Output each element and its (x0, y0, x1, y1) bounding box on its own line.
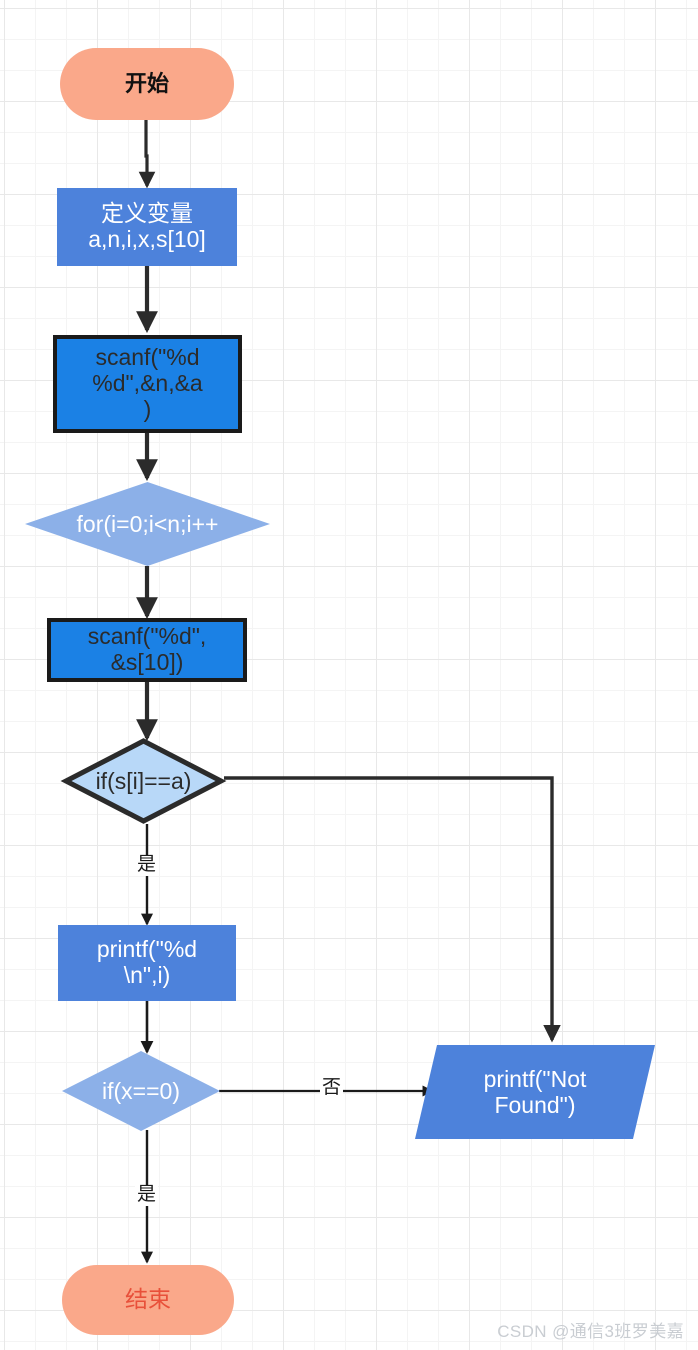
node-printf-index-label: printf("%d \n",i) (96, 936, 198, 988)
node-printf-index[interactable]: printf("%d \n",i) (58, 925, 236, 1001)
node-for-loop-label: for(i=0;i<n;i++ (76, 510, 219, 537)
node-start[interactable]: 开始 (60, 48, 234, 120)
not-found-parallelogram-shape (415, 1045, 655, 1139)
node-printf-not-found-label: printf("Not Found") (483, 1065, 587, 1118)
csdn-watermark: CSDN @通信3班罗美嘉 (497, 1322, 684, 1341)
node-declare-variables[interactable]: 定义变量 a,n,i,x,s[10] (57, 188, 237, 266)
if-match-diamond-shape (60, 738, 227, 824)
node-scanf-s[interactable]: scanf("%d", &s[10]) (47, 618, 247, 682)
node-end[interactable]: 结束 (62, 1265, 234, 1335)
node-printf-not-found[interactable]: printf("Not Found") (415, 1045, 655, 1139)
edge-label-if-match-yes: 是 (135, 854, 159, 876)
edge-label-if-zero-no: 否 (320, 1077, 344, 1099)
node-if-zero[interactable]: if(x==0) (62, 1051, 220, 1131)
node-scanf-s-label: scanf("%d", &s[10]) (87, 623, 207, 675)
node-if-match[interactable]: if(s[i]==a) (60, 738, 227, 824)
edge-ifmatch-no (224, 776, 561, 1043)
node-if-match-label: if(s[i]==a) (95, 767, 192, 794)
node-start-label: 开始 (124, 70, 169, 96)
for-loop-diamond-shape (25, 482, 270, 566)
if-zero-diamond-shape (62, 1051, 220, 1131)
node-scanf-n-a[interactable]: scanf("%d %d",&n,&a ) (53, 335, 242, 433)
edge-start-to-declare (138, 120, 156, 189)
node-for-loop[interactable]: for(i=0;i<n;i++ (25, 482, 270, 566)
node-declare-variables-label: 定义变量 a,n,i,x,s[10] (88, 200, 206, 252)
node-scanf-n-a-label: scanf("%d %d",&n,&a ) (92, 344, 203, 422)
edge-label-if-zero-yes: 是 (135, 1184, 159, 1206)
node-end-label: 结束 (125, 1286, 171, 1313)
node-if-zero-label: if(x==0) (102, 1077, 180, 1104)
